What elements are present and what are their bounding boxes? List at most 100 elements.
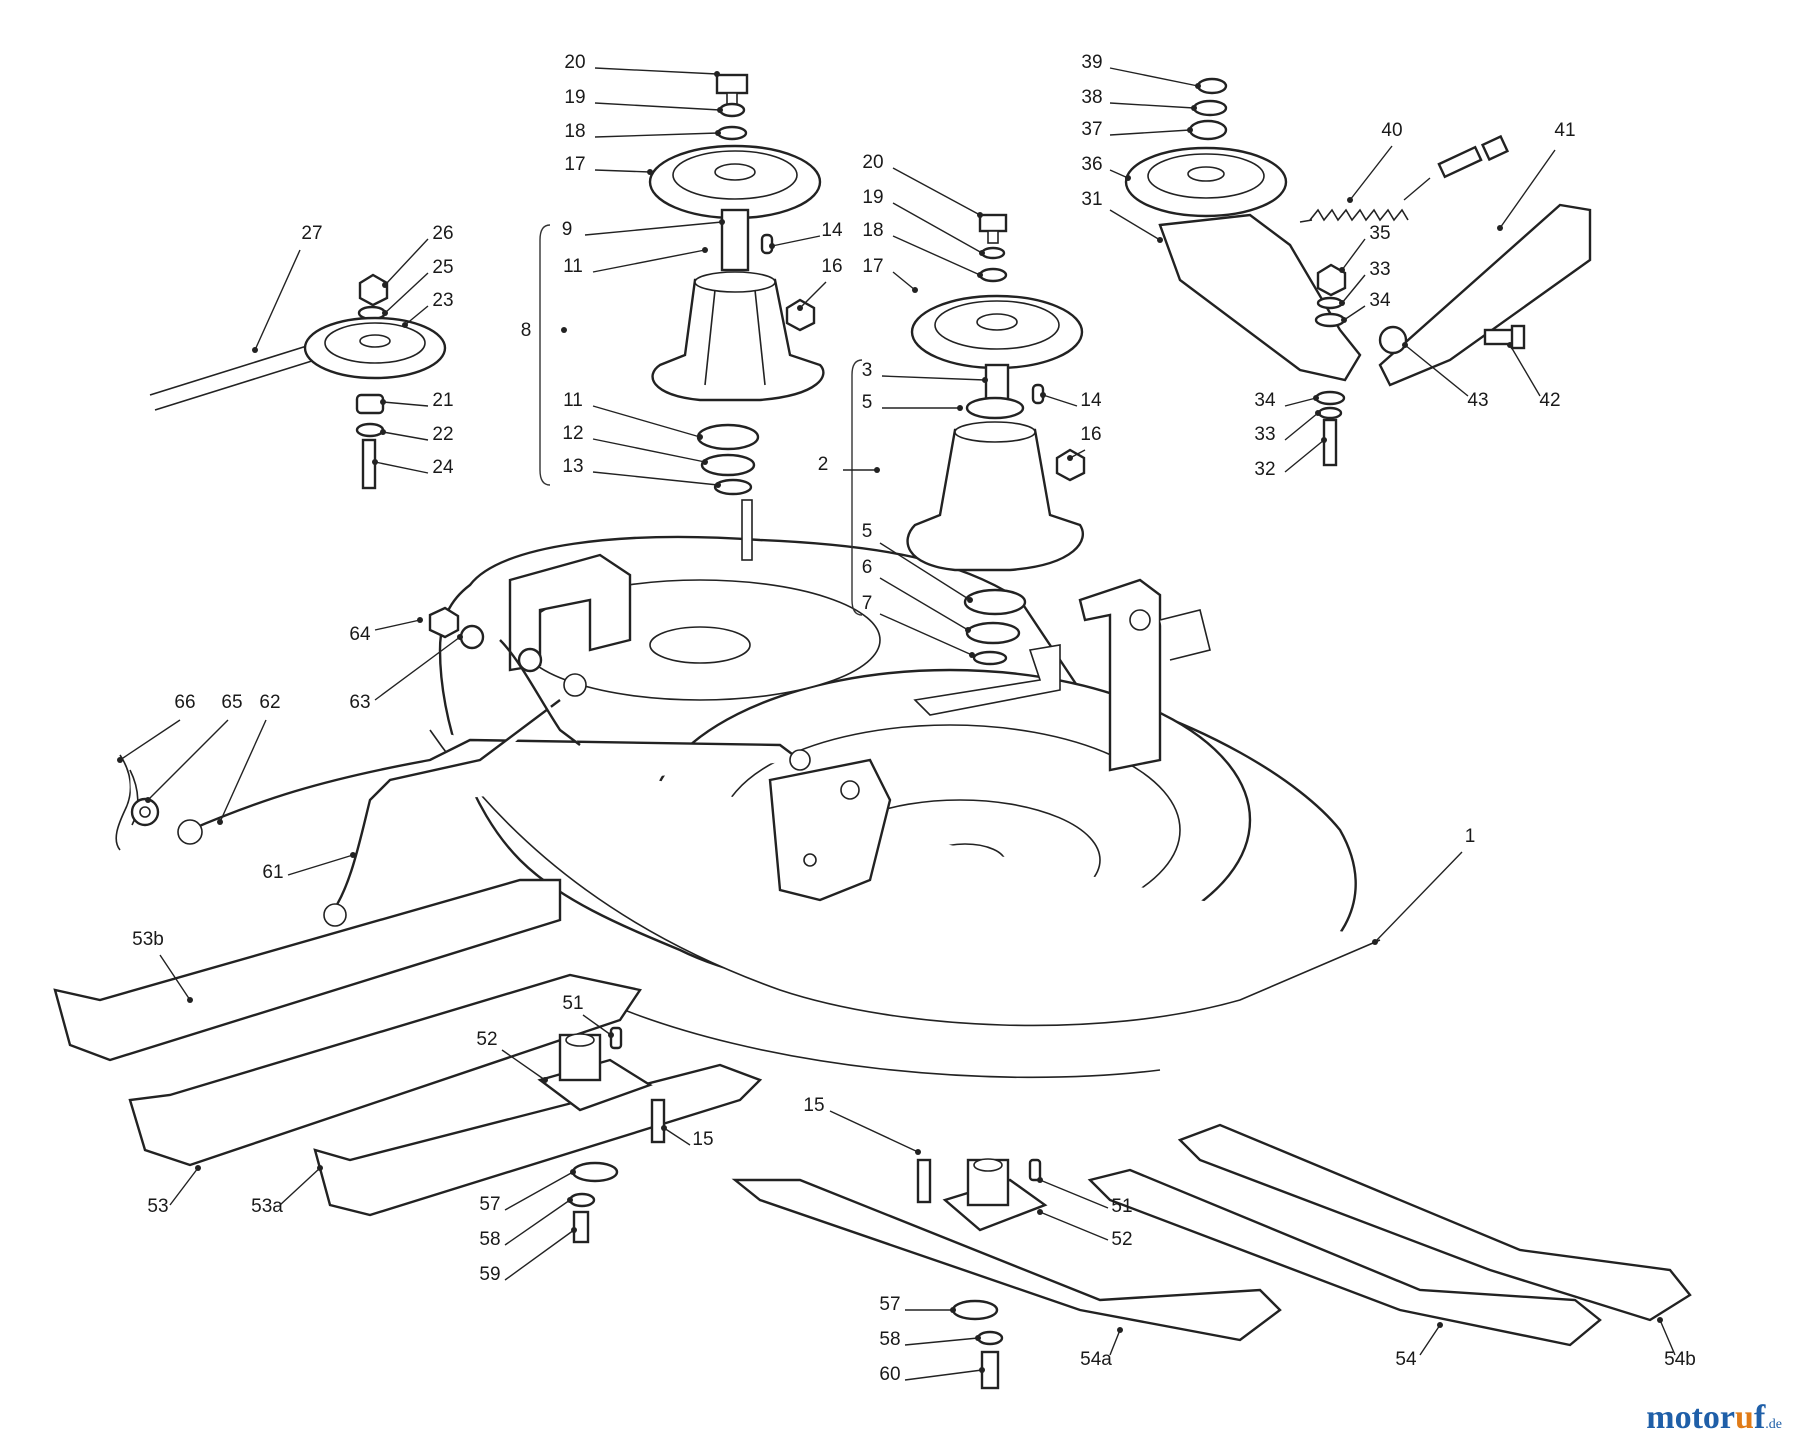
callout-label-53b: 53b [132,929,164,950]
washer-7 [972,650,1008,666]
callout-leader-61 [287,854,354,876]
bolt-20-right [978,213,1008,244]
callout-dot-16 [1067,455,1073,461]
blade-53 [128,973,642,1167]
bearing-5-lower [963,588,1027,616]
bearing-11-lower [696,423,760,451]
spacer-12 [700,453,756,477]
callout-label-31: 31 [1081,189,1102,210]
callout-leader-66 [119,719,181,761]
callout-leader-38 [1109,102,1195,109]
callout-leader-59 [504,1229,575,1281]
callout-dot-7 [969,652,975,658]
callout-leader-15 [663,1127,691,1146]
callout-leader-33 [1341,274,1366,304]
washer-33-lower [1317,406,1343,420]
callout-label-19: 19 [564,87,585,108]
callout-label-54b: 54b [1664,1349,1696,1370]
bolt-20-left [715,73,749,108]
callout-dot-18 [715,130,721,136]
washer-19-left [718,102,746,118]
callout-label-34: 34 [1369,290,1391,311]
spindle-bolt-left [741,499,753,561]
callout-label-5: 5 [862,392,873,413]
spacer-6 [965,621,1021,645]
callout-leader-23 [404,305,429,326]
eye-bolt [1437,134,1510,179]
bolt-32 [1322,418,1338,467]
callout-leader-25 [384,272,429,314]
callout-label-57: 57 [479,1194,500,1215]
callout-leader-18 [594,132,719,138]
washer-19-right [980,246,1006,260]
callout-dot-61 [350,852,356,858]
callout-dot-11 [702,247,708,253]
callout-dot-51 [608,1032,614,1038]
callout-leader-34 [1284,397,1317,407]
callout-dot-2 [874,467,880,473]
assembly-2-brace [851,359,863,616]
callout-dot-38 [1191,105,1197,111]
callout-leader-35 [1341,238,1366,271]
washer-58-right [976,1330,1004,1346]
blade-54 [1087,1168,1602,1347]
callout-dot-27 [252,347,258,353]
callout-dot-37 [1187,127,1193,133]
callout-leader-51 [1039,1179,1109,1209]
callout-dot-18 [977,272,983,278]
callout-leader-14 [1042,394,1078,407]
callout-label-52: 52 [1111,1229,1132,1250]
right-bracket [1078,578,1211,772]
callout-leader-52 [1039,1211,1109,1241]
callout-dot-33 [1339,300,1345,306]
nut-16-right [1055,448,1086,482]
washer-33-upper [1316,296,1344,310]
washer-58-left [568,1192,596,1208]
callout-leader-54 [1419,1324,1441,1356]
callout-label-36: 36 [1081,154,1102,175]
callout-leader-22 [382,431,429,441]
callout-label-54a: 54a [1080,1349,1112,1370]
callout-dot-22 [380,429,386,435]
callout-label-43: 43 [1467,390,1488,411]
spindle-shaft-9 [720,208,750,272]
callout-leader-15 [829,1110,919,1153]
callout-dot-21 [380,399,386,405]
blade-53a [313,1063,763,1217]
callout-label-20: 20 [862,152,883,173]
callout-label-12: 12 [562,423,583,444]
callout-label-11: 11 [563,390,583,411]
callout-dot-66 [117,757,123,763]
washer-13 [713,478,753,496]
callout-leader-20 [594,67,718,75]
callout-label-34: 34 [1254,390,1276,411]
callout-label-6: 6 [862,557,873,578]
blade-washer-57-left [571,1161,619,1183]
callout-label-15: 15 [692,1129,713,1150]
callout-leader-21 [382,401,429,407]
callout-dot-63 [457,634,463,640]
callout-label-35: 35 [1369,223,1390,244]
callout-label-51: 51 [1111,1196,1132,1217]
callout-leader-12 [592,438,706,463]
callout-dot-53 [195,1165,201,1171]
callout-label-51: 51 [562,993,583,1014]
callout-label-53: 53 [147,1196,168,1217]
washer-34-upper [1314,312,1346,328]
callout-label-16: 16 [1080,424,1101,445]
washer-38 [1192,99,1228,117]
callout-label-52: 52 [476,1029,497,1050]
callout-dot-41 [1497,225,1503,231]
callout-leader-62 [219,719,267,823]
callout-label-5: 5 [862,521,873,542]
washer-63a [459,624,485,650]
washer-18-right [978,267,1008,283]
callout-dot-8 [561,327,567,333]
callout-leader-17 [892,271,916,291]
bolt-42 [1483,324,1526,350]
callout-leader-9 [584,221,723,236]
callout-label-33: 33 [1254,424,1275,445]
callout-leader-65 [147,719,229,801]
callout-dot-57 [570,1169,576,1175]
callout-label-42: 42 [1539,390,1560,411]
